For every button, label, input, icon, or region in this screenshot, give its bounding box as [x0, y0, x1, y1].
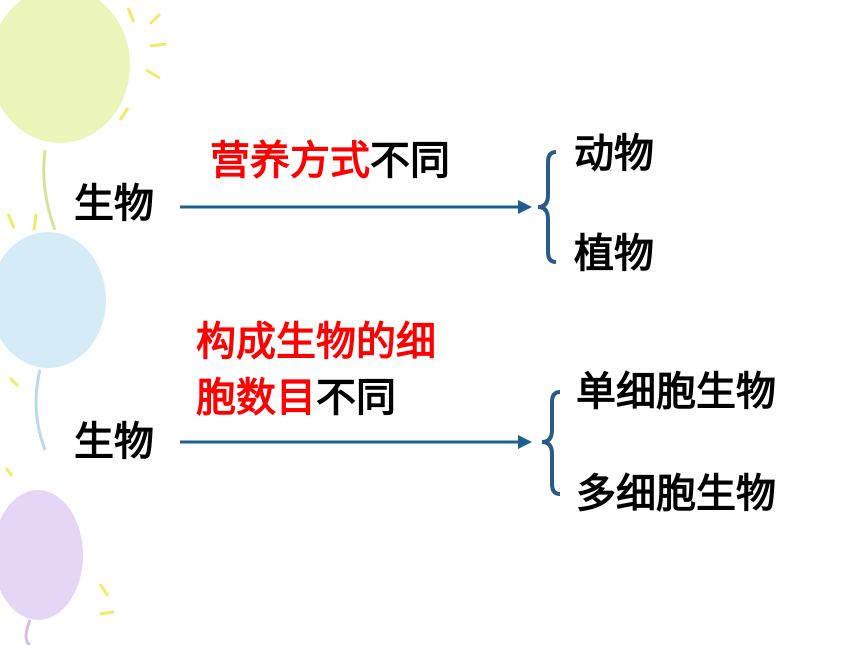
outcome-label: 植物 [574, 231, 654, 277]
criterion-highlight-line1: 构成生物的细 [196, 319, 436, 365]
brace-row-1 [537, 150, 557, 264]
criterion-label: 胞数目不同 [196, 374, 396, 422]
criterion-highlight-line2: 胞数目 [196, 375, 316, 421]
balloon-blue-icon [0, 232, 106, 451]
sparkle-icon [4, 7, 167, 616]
balloon-purple-icon [0, 490, 83, 645]
outcome-label: 单细胞生物 [576, 369, 776, 415]
outcome-label: 多细胞生物 [576, 471, 776, 517]
outcome-label: 动物 [574, 131, 654, 177]
brace-row-2 [541, 390, 561, 496]
balloon-yellow-icon [0, 0, 130, 231]
criterion-label: 营养方式不同 [210, 137, 450, 185]
arrow-row-2 [180, 435, 532, 449]
subject-label: 生物 [74, 419, 154, 465]
criterion-suffix: 不同 [316, 375, 396, 421]
criterion-highlight: 营养方式 [210, 138, 370, 184]
criterion-suffix: 不同 [370, 138, 450, 184]
subject-label: 生物 [74, 181, 154, 227]
arrow-row-1 [180, 200, 532, 214]
